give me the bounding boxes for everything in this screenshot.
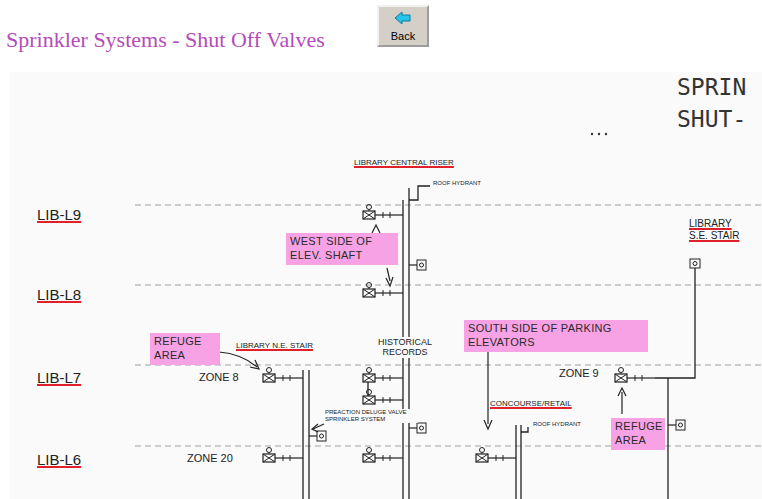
zone-label: ZONE 9 [558, 367, 600, 380]
floor-label: LIB-L7 [36, 369, 82, 386]
floor-label: LIB-L6 [36, 451, 82, 468]
floor-label: LIB-L8 [36, 286, 82, 303]
scan-ground [10, 72, 762, 499]
hydrant-label: ROOF HYDRANT [432, 180, 482, 187]
system-note: PREACTION DELUGE VALVE SPRINKLER SYSTEM [324, 409, 418, 423]
refuge-note: REFUGE AREA [611, 418, 665, 450]
area-label: CONCOURSE/RETAIL [489, 399, 573, 408]
zone-label: ZONE 20 [186, 452, 234, 465]
stair-label: LIBRARY N.E. STAIR [235, 341, 314, 350]
note-text: SOUTH SIDE OF PARKING ELEVATORS [468, 322, 644, 350]
floor-label: LIB-L9 [36, 206, 82, 223]
valves [263, 205, 655, 463]
location-note: SOUTH SIDE OF PARKING ELEVATORS [464, 320, 648, 352]
back-button: Back [377, 5, 429, 47]
note-text: WEST SIDE OF ELEV. SHAFT [290, 235, 394, 263]
sheet-title: SPRIN [676, 74, 747, 100]
button-label: Back [391, 30, 415, 42]
sheet-title: SHUT- [676, 106, 747, 132]
note-text: REFUGE AREA [615, 420, 661, 448]
area-label: HISTORICAL RECORDS [371, 337, 439, 358]
dots [591, 133, 607, 135]
stair-label: LIBRARY S.E. STAIR [688, 218, 752, 241]
back-arrow-icon [394, 11, 412, 25]
location-note: WEST SIDE OF ELEV. SHAFT [286, 233, 398, 265]
sprinkler-heads [309, 259, 700, 441]
note-text: REFUGE AREA [154, 335, 216, 363]
page-title: Sprinkler Systems - Shut Off Valves [6, 27, 325, 52]
refuge-note: REFUGE AREA [150, 333, 220, 365]
riser-name: LIBRARY CENTRAL RISER [353, 158, 455, 167]
zone-label: ZONE 8 [198, 371, 240, 384]
hydrant-label: ROOF HYDRANT [532, 421, 582, 428]
